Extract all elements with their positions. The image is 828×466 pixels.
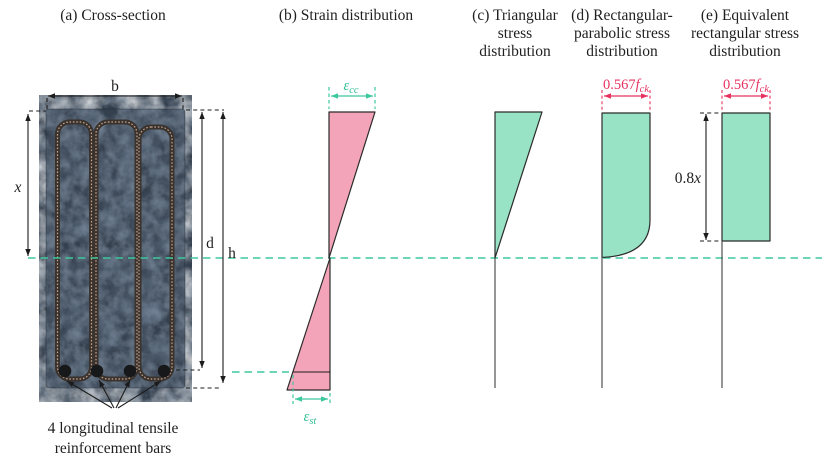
bars-pointer-4 [117,380,162,409]
panel-a-cross-section [45,108,186,389]
peak-stress-e-label: 0.567fck [723,77,769,95]
stirrup-loop-1-rib-texture [56,121,93,380]
concrete-section-border [45,108,186,389]
bars-pointer-3 [115,379,131,409]
peak-stress-d-label: 0.567fck [603,77,649,95]
panel-c-title: (c) Triangular stress distribution [472,7,559,60]
bars-note-line2: reinforcement bars [55,440,172,457]
bars-note-line1: 4 longitudinal tensile [48,420,179,437]
rebar-dot-3 [123,364,137,378]
strain-bottom-triangle [286,257,331,391]
rebar-dot-1 [58,364,72,378]
panel-e-rectangular-stress: 0.567fck 0.8x [675,77,771,388]
panel-a-title: (a) Cross-section [60,7,166,24]
panel-e-title-line1: (e) Equivalent [701,7,790,24]
rebar-dot-2 [90,364,104,378]
epsilon-cc-label: εcc [343,78,358,96]
panel-c-title-line2: stress [498,25,532,42]
panel-d-title-line1: (d) Rectangular- [571,7,673,24]
panel-d-parabolic-stress: 0.567fck [601,77,651,388]
rebar-dot-4 [157,364,171,378]
panel-e-title: (e) Equivalent rectangular stress distri… [691,7,799,60]
stirrup-loop-2-rib-texture [95,121,138,380]
bars-callout: 4 longitudinal tensile reinforcement bar… [48,379,179,457]
concrete-section-image [46,109,185,388]
panel-e-title-line3: distribution [709,43,781,60]
cross-section-dimensions: b x d h [14,78,236,389]
panel-b-title: (b) Strain distribution [279,7,414,24]
rectangular-stress-shape [721,112,771,242]
strain-top-triangle [328,111,376,259]
panel-c-title-line1: (c) Triangular [472,7,559,24]
dim-label-d: d [206,235,214,252]
dim-label-b: b [111,78,119,95]
panel-d-title-line2: parabolic stress [574,25,670,42]
epsilon-st-label: εst [304,409,318,427]
parabolic-stress-shape [601,112,651,258]
triangular-stress-shape [494,111,543,259]
panel-e-title-line2: rectangular stress [691,25,799,42]
bars-pointer-2 [98,379,115,409]
dim-label-x: x [14,179,22,196]
panel-d-title: (d) Rectangular- parabolic stress distri… [571,7,673,60]
dim-label-h: h [228,245,236,262]
panel-c-triangular-stress [494,111,543,388]
panel-c-title-line3: distribution [479,43,551,60]
panel-b-strain: εcc εst [286,78,376,427]
stirrup-loop-3-rib-texture [138,126,173,380]
bars-pointer-1 [66,380,113,409]
panel-d-title-line3: distribution [586,43,658,60]
depth-0-8x-label: 0.8x [675,170,701,187]
